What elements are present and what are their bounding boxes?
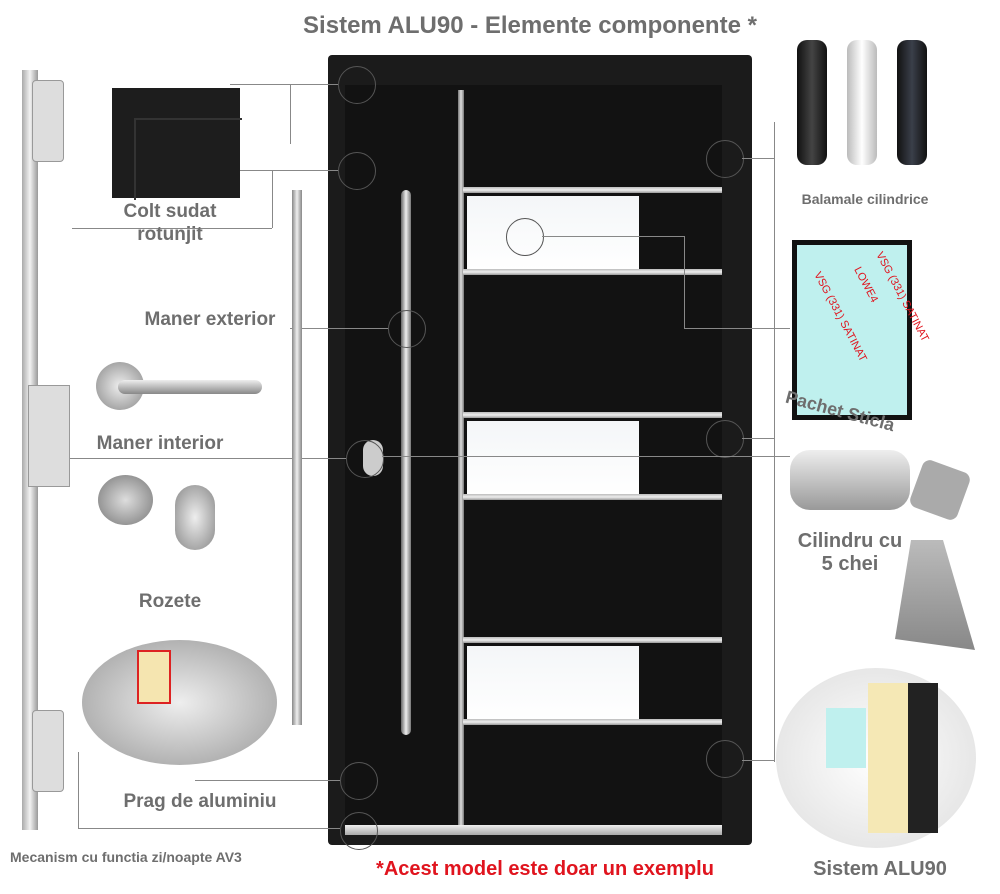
hinge-anthracite-image — [897, 40, 927, 165]
glass-strip — [467, 646, 639, 720]
glass-strip — [467, 196, 639, 270]
threshold-profile-image — [82, 640, 277, 765]
label-maner-interior: Maner interior — [96, 433, 224, 454]
page-title: Sistem ALU90 - Elemente componente * — [303, 12, 757, 39]
glass-pack-image: VSG (331) SATINAT LOWE4 VSG (331) SATINA… — [792, 240, 940, 420]
hinge-white-image — [847, 40, 877, 165]
vertical-inlay — [458, 90, 464, 825]
label-maner-exterior: Maner exterior — [144, 309, 276, 330]
disclaimer: *Acest model este doar un exemplu — [376, 858, 714, 880]
cylinder-image — [790, 450, 910, 510]
welded-corner-image — [112, 88, 242, 200]
alu90-profile-image — [776, 668, 976, 848]
label-colt: Colt sudat rotunjit — [123, 201, 217, 245]
oval-rosette-image — [175, 485, 215, 550]
label-sistem: Sistem ALU90 — [813, 858, 947, 880]
round-rosette-image — [98, 475, 153, 525]
hinge-black-image — [797, 40, 827, 165]
lock-hook — [32, 710, 64, 792]
key-image — [907, 457, 973, 523]
exterior-handle-image — [292, 190, 302, 725]
threshold — [345, 825, 722, 835]
label-mecanism: Mecanism cu functia zi/noapte AV3 — [10, 849, 242, 865]
door-handle-bar — [401, 190, 411, 735]
label-prag: Prag de aluminiu — [123, 791, 277, 812]
label-balamale: Balamale cilindrice — [801, 191, 929, 207]
label-rozete: Rozete — [138, 591, 202, 612]
lock-body — [28, 385, 70, 487]
door-panel — [345, 85, 722, 825]
label-cilindru: Cilindru cu 5 chei — [797, 530, 903, 575]
lock-hook — [32, 80, 64, 162]
interior-handle-lever — [118, 380, 262, 394]
glass-strip — [467, 421, 639, 495]
